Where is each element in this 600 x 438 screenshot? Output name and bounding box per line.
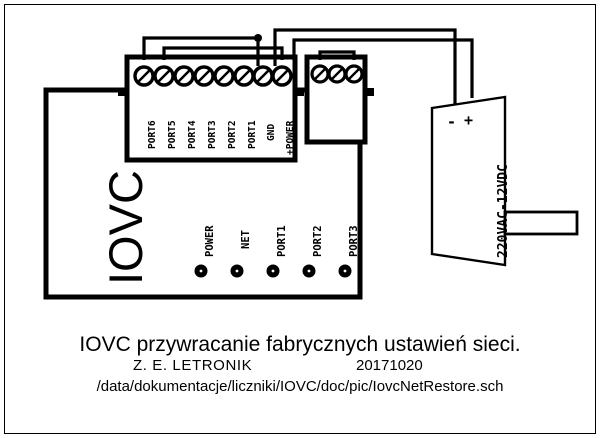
led-label-port2: PORT2 — [312, 225, 324, 257]
screw-terminal[interactable] — [271, 65, 293, 87]
terminal-block-tab-right — [294, 88, 304, 96]
terminal-label-power: +POWER — [285, 120, 296, 155]
main-terminal-screws — [133, 65, 293, 87]
power-supply-mains-cable — [503, 210, 579, 236]
psu-negative-terminal-label: - — [447, 113, 457, 131]
screw-terminal[interactable] — [173, 65, 195, 87]
terminal-block-tab-left — [118, 88, 128, 96]
terminal-label-port6: PORT6 — [147, 120, 158, 149]
caption-block: IOVC przywracanie fabrycznych ustawień s… — [0, 333, 600, 396]
screw-terminal[interactable] — [193, 65, 215, 87]
jumper-wire-port-row — [162, 46, 284, 60]
terminal-label-gnd: GND — [266, 123, 277, 141]
terminal-label-port2: PORT2 — [227, 120, 238, 149]
screw-terminal[interactable] — [344, 64, 364, 84]
power-supply-label: 220VAC-12VDC — [496, 164, 511, 258]
psu-positive-terminal-label: + — [464, 111, 474, 129]
led-label-port1: PORT1 — [276, 225, 288, 257]
caption-author: Z. E. LETRONIK — [133, 357, 253, 375]
terminal-label-port5: PORT5 — [167, 120, 178, 149]
terminal-label-port1: PORT1 — [247, 120, 258, 149]
jumper-wire-aux-row — [318, 50, 356, 60]
screw-terminal[interactable] — [327, 64, 347, 84]
screw-terminal[interactable] — [133, 65, 155, 87]
aux-terminal-screws — [310, 64, 364, 84]
led-label-net: NET — [240, 230, 252, 249]
wire-to-psu-negative — [273, 28, 457, 108]
screw-terminal[interactable] — [233, 65, 255, 87]
power-supply-body — [430, 95, 507, 267]
indicator-led-highlights — [199, 269, 347, 273]
terminal-label-port4: PORT4 — [187, 120, 198, 149]
led-label-power: POWER — [204, 225, 216, 257]
jumper-wire-bus — [142, 36, 258, 60]
screw-terminal[interactable] — [213, 65, 235, 87]
led-label-port3: PORT3 — [348, 225, 360, 257]
device-brand-label: IOVC — [99, 170, 152, 285]
page-border — [4, 4, 596, 434]
terminal-label-port3: PORT3 — [207, 120, 218, 149]
caption-date: 20171020 — [356, 357, 423, 375]
caption-meta-row: Z. E. LETRONIK 20171020 — [0, 357, 600, 376]
screw-terminal[interactable] — [252, 65, 274, 87]
caption-file-path: /data/dokumentacje/liczniki/IOVC/doc/pic… — [96, 378, 504, 396]
screw-terminal[interactable] — [153, 65, 175, 87]
caption-title: IOVC przywracanie fabrycznych ustawień s… — [79, 333, 521, 356]
screw-terminal[interactable] — [310, 64, 330, 84]
wire-junction-dot — [254, 34, 262, 42]
wire-to-psu-positive — [292, 38, 474, 98]
aux-terminal-block-tab-right — [364, 88, 374, 96]
